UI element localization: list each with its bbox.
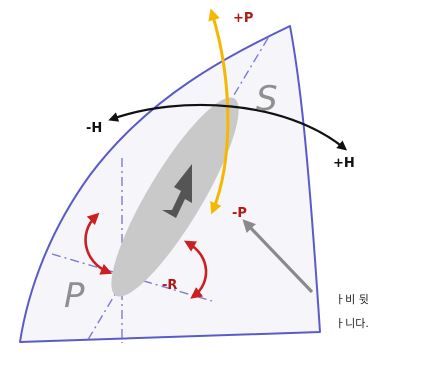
label-minus-h: -H: [86, 121, 102, 136]
label-minus-r: -R: [162, 278, 177, 293]
label-plus-p: +P: [233, 11, 253, 26]
label-p-letter: P: [64, 276, 85, 316]
red-rotation-arrow-left-icon: [84, 212, 113, 275]
side-text-line-1: ㅏ비 뒷: [335, 293, 369, 306]
red-rotation-arrow-right-icon: [183, 240, 208, 299]
dark-block-arrow-icon: [162, 164, 192, 218]
label-minus-p: -P: [232, 206, 247, 221]
label-plus-h: +H: [333, 156, 355, 171]
label-s-letter: S: [256, 79, 278, 119]
grey-pointer-arrow-icon: [242, 219, 314, 294]
side-text-line-2: ㅏ니다.: [335, 317, 369, 330]
black-curved-arrow-icon: [108, 103, 348, 151]
